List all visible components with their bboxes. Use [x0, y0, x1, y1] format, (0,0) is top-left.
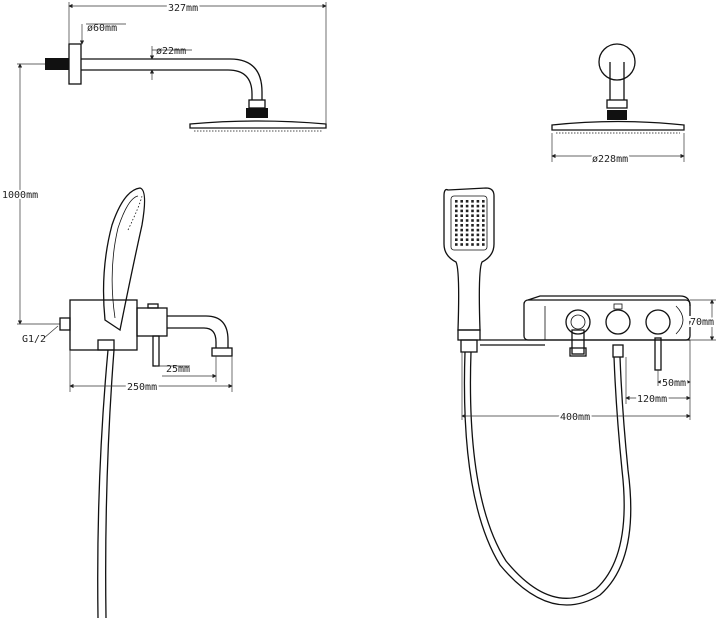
dim-valve-spacing: 50mm — [662, 378, 686, 389]
spray-nozzle — [455, 224, 458, 227]
spray-nozzle — [455, 243, 458, 246]
spray-nozzle — [471, 214, 474, 217]
dim-body-height: 70mm — [690, 317, 714, 328]
rain-head-side — [189, 120, 327, 129]
spray-nozzle — [476, 204, 480, 208]
spray-nozzle — [460, 219, 463, 222]
spray-nozzle — [465, 233, 469, 237]
dim-flange-diameter: ø60mm — [87, 23, 117, 34]
hand-shower-front — [443, 187, 495, 331]
lever-side — [152, 335, 160, 367]
valve-knob-1 — [605, 309, 631, 335]
spray-nozzle — [455, 214, 458, 217]
hand-shower-side — [102, 187, 146, 332]
spray-nozzle — [460, 224, 463, 227]
spray-nozzle — [455, 200, 458, 203]
wall-flange-front — [598, 43, 636, 81]
shower-arm — [81, 58, 263, 100]
spray-nozzle — [482, 224, 485, 227]
spray-nozzle — [460, 204, 463, 208]
spray-nozzle — [465, 238, 469, 241]
dim-arm-length: 327mm — [168, 3, 198, 14]
diverter-knob — [565, 309, 591, 335]
spray-nozzle — [465, 224, 469, 227]
front-view: ø228mm 70mm — [443, 43, 716, 606]
spray-nozzle — [482, 209, 485, 213]
spray-nozzle — [455, 204, 458, 208]
spray-nozzle — [482, 200, 485, 203]
spray-nozzle — [465, 204, 469, 208]
spray-nozzle — [482, 219, 485, 222]
spray-nozzle — [476, 200, 480, 203]
spray-nozzle — [471, 243, 474, 246]
spray-nozzle — [460, 228, 463, 232]
spray-nozzle — [476, 219, 480, 222]
spray-nozzle — [476, 224, 480, 227]
spray-nozzle — [471, 204, 474, 208]
spray-nozzle — [482, 204, 485, 208]
spray-nozzle — [476, 233, 480, 237]
spray-nozzle — [455, 228, 458, 232]
spray-nozzle — [465, 219, 469, 222]
spray-nozzle — [471, 224, 474, 227]
spray-nozzle — [482, 214, 485, 217]
spray-nozzle — [471, 209, 474, 213]
spray-nozzle — [476, 209, 480, 213]
spray-nozzle — [465, 214, 469, 217]
spray-nozzle — [465, 200, 469, 203]
spray-nozzle — [482, 228, 485, 232]
spray-nozzle — [455, 233, 458, 237]
spray-nozzle — [460, 238, 463, 241]
spray-nozzle — [482, 243, 485, 246]
spray-nozzle — [482, 238, 485, 241]
hose-front — [463, 351, 632, 606]
spray-nozzle — [471, 233, 474, 237]
dim-body-width: 400mm — [560, 412, 590, 423]
lever-front — [654, 337, 662, 371]
spray-nozzle — [455, 209, 458, 213]
spray-nozzle — [471, 228, 474, 232]
dim-spout-drop: 25mm — [166, 364, 190, 375]
spray-nozzle — [476, 243, 480, 246]
spray-nozzle — [465, 243, 469, 246]
wall-inlet-connector — [45, 58, 69, 70]
spray-nozzle — [460, 200, 463, 203]
wall-flange — [68, 43, 82, 85]
spray-nozzle — [471, 219, 474, 222]
dim-head-diameter: ø228mm — [592, 154, 628, 165]
dim-handle-offset: 120mm — [637, 394, 667, 405]
spray-nozzle — [465, 228, 469, 232]
spray-nozzle — [471, 238, 474, 241]
spray-nozzle — [460, 209, 463, 213]
spray-nozzle — [476, 228, 480, 232]
dim-total-height: 1000mm — [2, 190, 38, 201]
side-view: 327mm ø60mm ø22mm 1000mm — [0, 1, 327, 619]
spray-nozzle — [460, 233, 463, 237]
spray-nozzle — [455, 238, 458, 241]
dim-arm-diameter: ø22mm — [156, 46, 186, 57]
spray-nozzle — [465, 209, 469, 213]
spray-nozzle — [471, 200, 474, 203]
rain-head-front — [551, 120, 685, 131]
bath-spout-front — [571, 329, 585, 355]
spray-nozzle — [482, 233, 485, 237]
spray-nozzle — [455, 219, 458, 222]
dim-inlet-thread: G1/2 — [22, 334, 46, 345]
dim-mixer-depth: 250mm — [127, 382, 157, 393]
mixer-body-front — [523, 299, 691, 341]
spray-nozzle — [476, 238, 480, 241]
spray-nozzle — [476, 214, 480, 217]
bath-spout-side — [167, 315, 229, 348]
hose-side — [97, 349, 115, 619]
valve-knob-2 — [645, 309, 671, 335]
spray-nozzle — [460, 243, 463, 246]
spray-nozzle — [460, 214, 463, 217]
